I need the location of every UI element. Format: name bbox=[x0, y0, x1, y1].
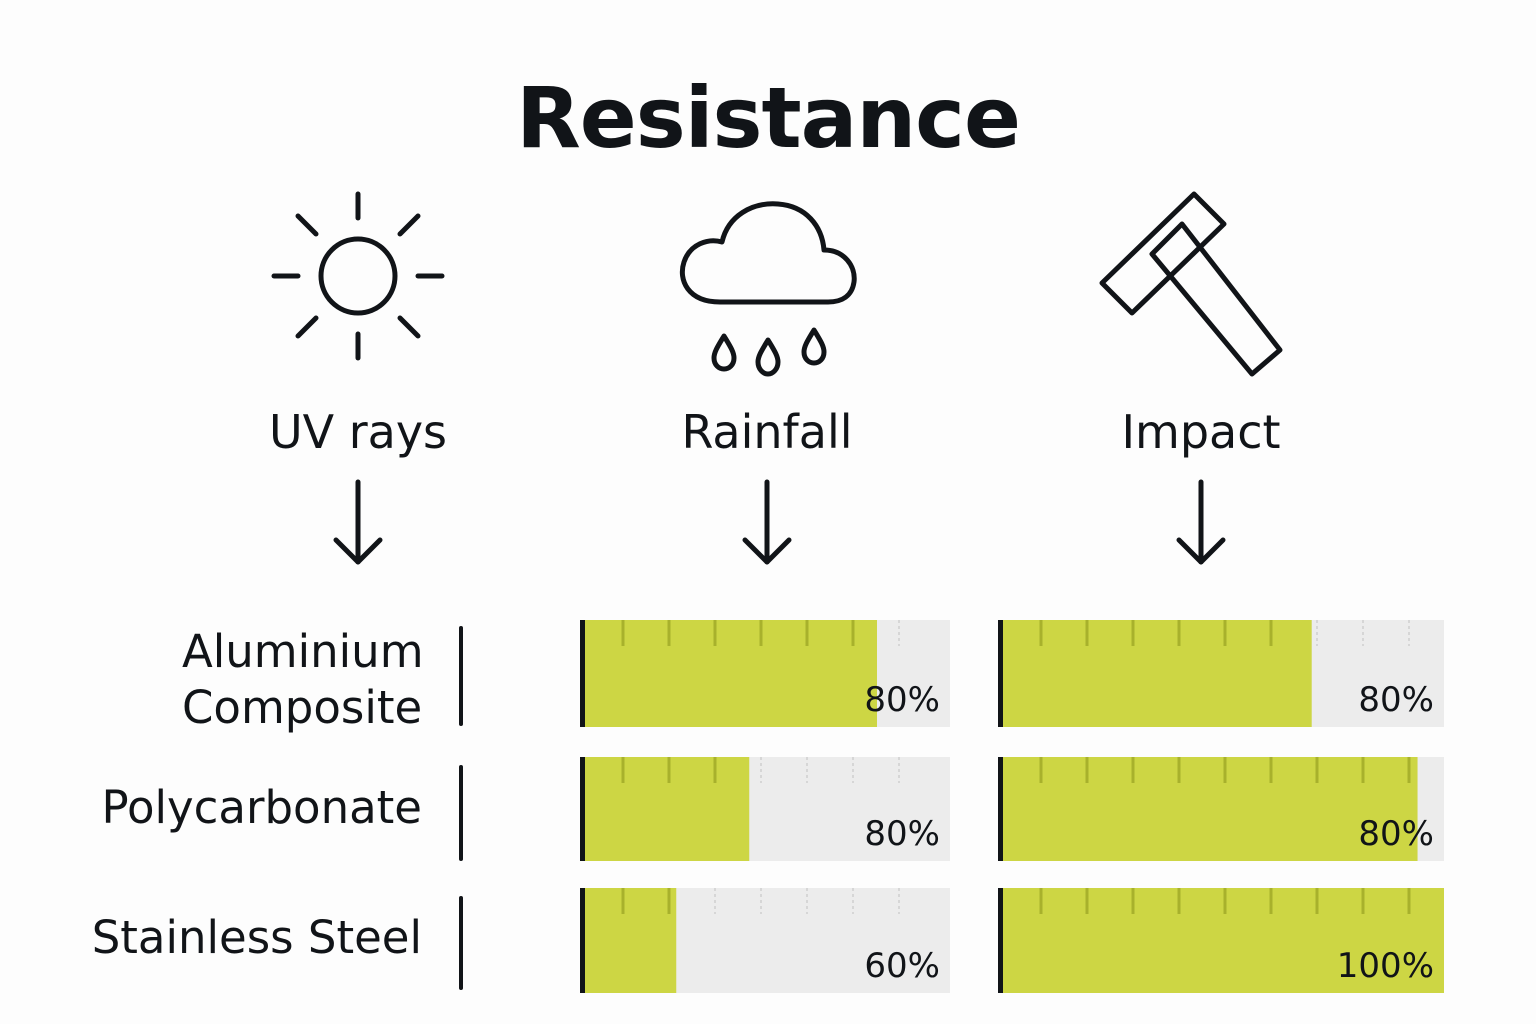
bar-value-label: 60% bbox=[864, 946, 940, 986]
sun-icon bbox=[271, 191, 445, 361]
row-label-stainless-steel: Stainless Steel bbox=[91, 911, 422, 964]
bar-fill bbox=[585, 888, 677, 993]
bar-value-label: 100% bbox=[1337, 946, 1434, 986]
bar-value-label: 80% bbox=[1358, 814, 1434, 854]
rain-cloud-icon bbox=[679, 201, 857, 377]
bar-fill bbox=[1003, 757, 1418, 861]
bar-value-label: 80% bbox=[864, 680, 940, 720]
category-label-impact: Impact bbox=[1121, 405, 1281, 459]
down-arrow-icon bbox=[1176, 479, 1226, 565]
bar-baseline bbox=[580, 888, 585, 993]
bar-fill bbox=[585, 757, 750, 861]
bar-fill bbox=[1003, 620, 1312, 727]
bar-baseline bbox=[998, 888, 1003, 993]
bar-baseline bbox=[998, 757, 1003, 861]
row-label-aluminium-composite: Aluminium Composite bbox=[182, 625, 424, 734]
bar-baseline bbox=[580, 620, 585, 727]
down-arrow-icon bbox=[742, 479, 792, 565]
row-label-polycarbonate: Polycarbonate bbox=[101, 781, 422, 834]
bar-value-label: 80% bbox=[864, 814, 940, 854]
row-separator bbox=[459, 626, 463, 726]
chart-title: Resistance bbox=[516, 69, 1021, 167]
down-arrow-icon bbox=[333, 479, 383, 565]
category-label-rainfall: Rainfall bbox=[681, 405, 853, 459]
row-separator bbox=[459, 896, 463, 990]
bar-baseline bbox=[998, 620, 1003, 727]
bar-baseline bbox=[580, 757, 585, 861]
category-label-uv-rays: UV rays bbox=[268, 405, 448, 459]
bar-fill bbox=[585, 620, 877, 727]
hammer-icon bbox=[1099, 191, 1283, 377]
bar-value-label: 80% bbox=[1358, 680, 1434, 720]
row-separator bbox=[459, 765, 463, 861]
